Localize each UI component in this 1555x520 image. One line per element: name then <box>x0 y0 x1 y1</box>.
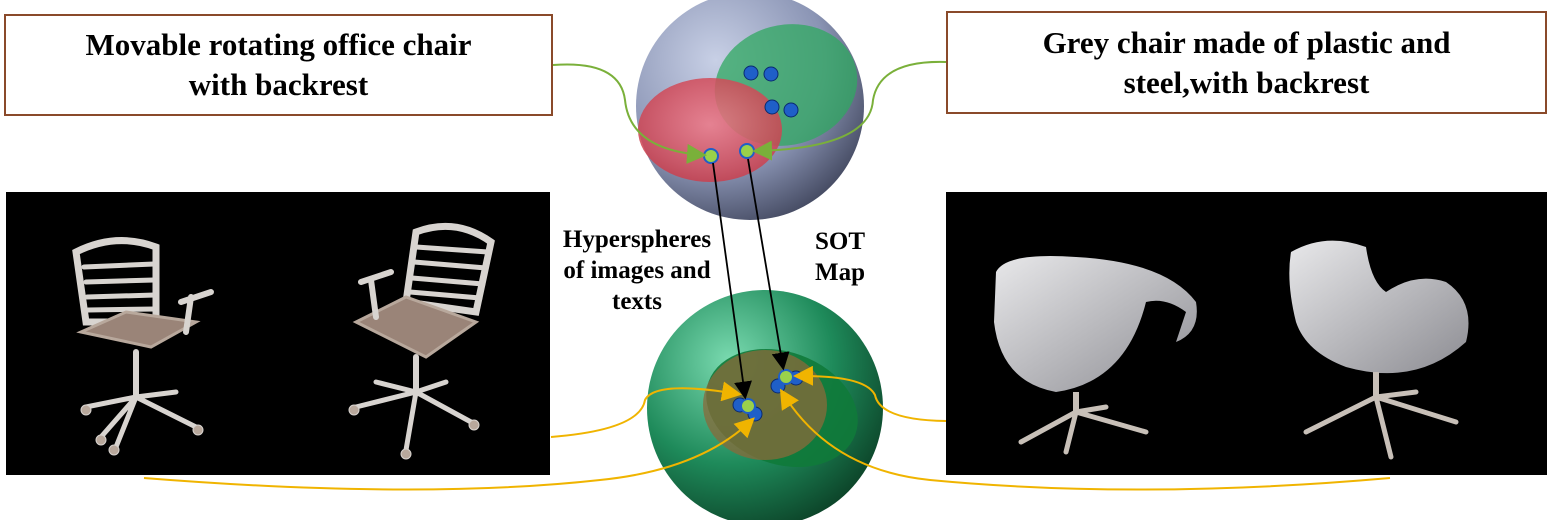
office-chair-text-link <box>552 63 707 164</box>
sot-map-arrow-office-chair <box>712 162 752 400</box>
caption-text-office-chair: Movable rotating office chair with backr… <box>85 27 472 102</box>
caption-text-grey-chair: Grey chair made of plastic and steel,wit… <box>1042 24 1451 100</box>
image-hypersphere <box>647 290 883 520</box>
office-chair-image-panel <box>6 192 550 475</box>
office-chair-render-front <box>72 237 214 456</box>
grey-chair-render-front <box>994 256 1197 455</box>
caption-box-grey-chair: Grey chair made of plastic and steel,wit… <box>946 11 1547 114</box>
office-chair-text-region <box>638 78 782 182</box>
grey-chair-text-link <box>752 60 947 161</box>
office-chair-renders <box>72 222 495 460</box>
sot-map-arrow-grey-chair <box>747 158 790 371</box>
grey-chair-text-point <box>739 143 755 159</box>
grey-chair-image-link-2 <box>779 388 1391 491</box>
sot-map-label: SOT Map <box>814 228 866 286</box>
office-chair-text-point <box>703 148 719 164</box>
hyperspheres-label: Hyperspheres of images and texts <box>562 226 712 315</box>
caption-box-office-chair: Movable rotating office chair with backr… <box>4 14 553 116</box>
office-chair-image-link-2 <box>143 417 755 491</box>
grey-chair-render-side <box>1289 240 1469 460</box>
office-chair-image-link-1 <box>550 381 742 438</box>
grey-chair-renders <box>994 240 1469 460</box>
office-chair-image-point <box>740 398 756 414</box>
grey-chair-image-panel <box>946 192 1547 475</box>
text-hypersphere <box>636 0 864 220</box>
grey-chair-image-link-1 <box>793 365 947 422</box>
office-chair-render-side <box>348 222 495 460</box>
grey-chair-image-point <box>778 369 794 385</box>
